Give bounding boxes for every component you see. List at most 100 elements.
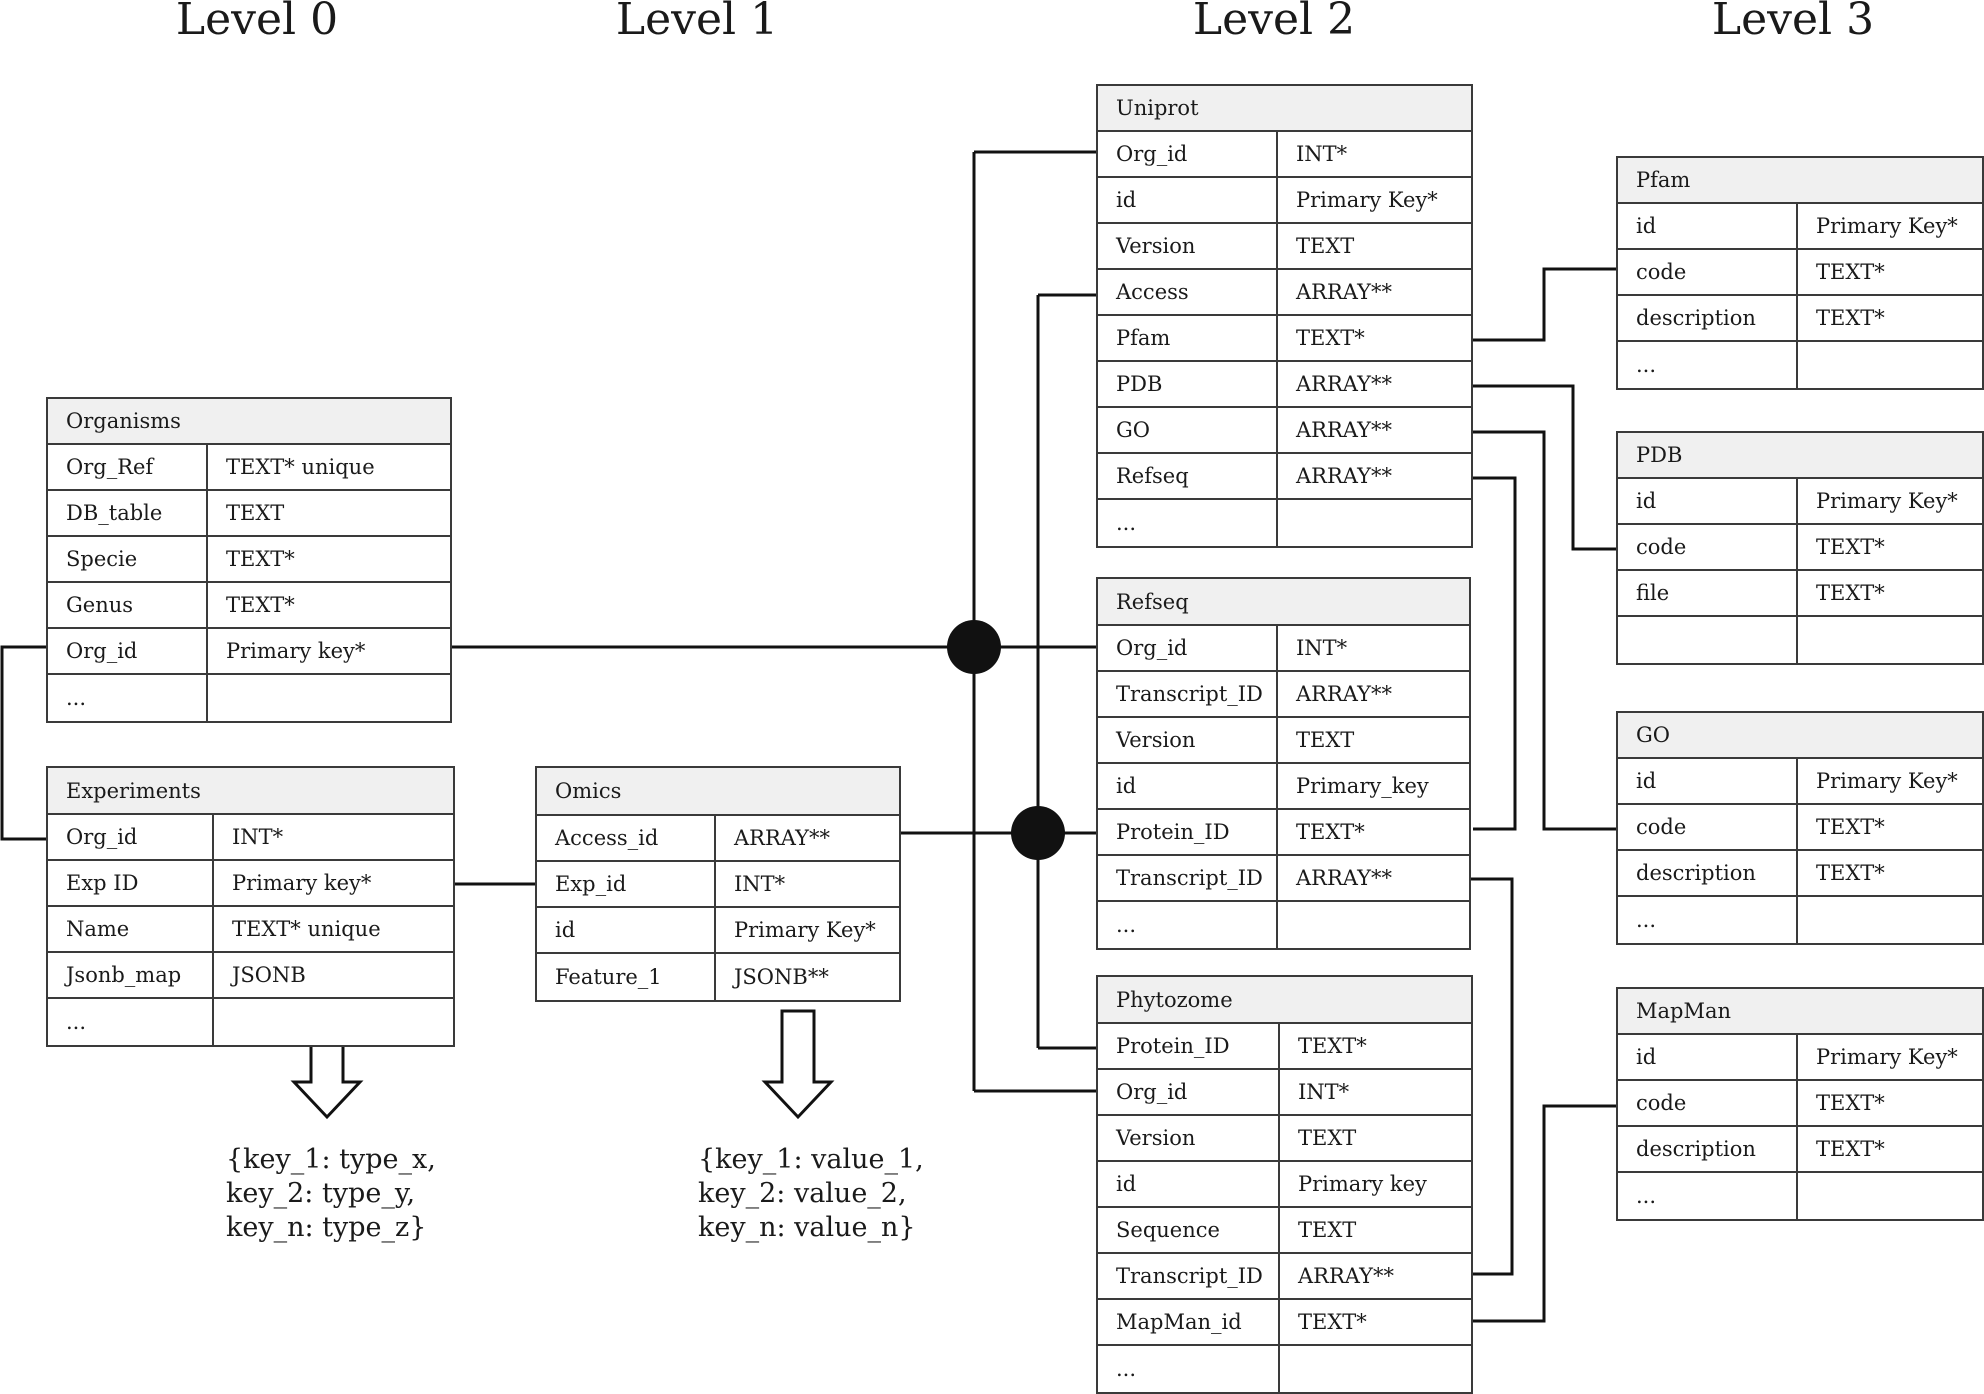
field-name: Access bbox=[1098, 270, 1278, 314]
field-type: TEXT* bbox=[226, 547, 295, 571]
field-type bbox=[1798, 342, 1982, 388]
field-type: TEXT* bbox=[1816, 581, 1885, 605]
field-name: file bbox=[1618, 571, 1798, 615]
field-type: Primary key bbox=[1298, 1172, 1427, 1196]
field-name: Transcript_ID bbox=[1098, 672, 1278, 716]
field-name: ... bbox=[1618, 1173, 1798, 1219]
field-type: ARRAY** bbox=[1296, 372, 1392, 396]
field-type: Primary key* bbox=[232, 871, 372, 895]
field-name: ... bbox=[48, 999, 214, 1045]
field-name: Jsonb_map bbox=[48, 953, 214, 997]
field-name: Transcript_ID bbox=[1098, 856, 1278, 900]
field-name: Exp ID bbox=[48, 861, 214, 905]
field-type: TEXT bbox=[1298, 1126, 1357, 1150]
refseq-table-row: ... bbox=[1098, 902, 1469, 948]
field-type bbox=[1280, 1346, 1471, 1392]
field-type: TEXT* bbox=[1298, 1310, 1367, 1334]
organisms-table-row: Genus TEXT* bbox=[48, 583, 450, 629]
field-name: Org_id bbox=[1098, 1070, 1280, 1114]
field-name: DB_table bbox=[48, 491, 208, 535]
go-table-title: GO bbox=[1618, 713, 1982, 759]
field-name: Version bbox=[1098, 718, 1278, 762]
field-type: ARRAY** bbox=[1296, 464, 1392, 488]
field-name: Feature_1 bbox=[537, 954, 716, 1000]
field-type: Primary Key* bbox=[1816, 489, 1958, 513]
refseq-table-title: Refseq bbox=[1098, 579, 1469, 626]
field-type: JSONB bbox=[232, 963, 306, 987]
level-2-label: Level 2 bbox=[1192, 0, 1356, 45]
junction-dot-organisms bbox=[947, 620, 1001, 674]
field-name: MapMan_id bbox=[1098, 1300, 1280, 1344]
field-type: ARRAY** bbox=[1296, 866, 1392, 890]
field-type: TEXT* bbox=[226, 593, 295, 617]
link-organisms-experiments bbox=[0, 645, 46, 841]
field-name: code bbox=[1618, 525, 1798, 569]
field-type: Primary Key* bbox=[734, 918, 876, 942]
refseq-table-row: Org_id INT* bbox=[1098, 626, 1469, 672]
field-type: Primary Key* bbox=[1816, 214, 1958, 238]
field-type: ARRAY** bbox=[1296, 280, 1392, 304]
field-type: TEXT* unique bbox=[226, 455, 375, 479]
field-name: Org_id bbox=[1098, 626, 1278, 670]
field-type: ARRAY** bbox=[1298, 1264, 1394, 1288]
phytozome-table-row: Transcript_ID ARRAY** bbox=[1098, 1254, 1471, 1300]
field-name: description bbox=[1618, 851, 1798, 895]
field-name: Transcript_ID bbox=[1098, 1254, 1280, 1298]
field-name: ... bbox=[1618, 897, 1798, 943]
field-type: TEXT* bbox=[1816, 815, 1885, 839]
experiments-table-row: Exp ID Primary key* bbox=[48, 861, 453, 907]
field-type bbox=[214, 999, 453, 1045]
field-name: id bbox=[1098, 1162, 1280, 1206]
field-name: code bbox=[1618, 805, 1798, 849]
link-uniprot-go bbox=[1473, 430, 1616, 831]
field-name: Org_id bbox=[1098, 132, 1278, 176]
down-arrow-omics bbox=[761, 1009, 835, 1120]
field-name: id bbox=[1098, 764, 1278, 808]
field-type: INT* bbox=[1296, 636, 1348, 660]
field-name: ... bbox=[48, 675, 208, 721]
field-name: Org_Ref bbox=[48, 445, 208, 489]
field-type bbox=[1798, 617, 1982, 663]
field-name: Version bbox=[1098, 224, 1278, 268]
pdb-table-title: PDB bbox=[1618, 433, 1982, 479]
field-name: description bbox=[1618, 296, 1798, 340]
uniprot-table-row: Access ARRAY** bbox=[1098, 270, 1471, 316]
field-name: Exp_id bbox=[537, 862, 716, 906]
field-name: ... bbox=[1618, 342, 1798, 388]
phytozome-table-row: ... bbox=[1098, 1346, 1471, 1392]
phytozome-table-row: MapMan_id TEXT* bbox=[1098, 1300, 1471, 1346]
field-name: ... bbox=[1098, 1346, 1280, 1392]
organisms-table-title: Organisms bbox=[48, 399, 450, 445]
field-name: id bbox=[1618, 204, 1798, 248]
experiments-table-row: ... bbox=[48, 999, 453, 1045]
level-1-label: Level 1 bbox=[615, 0, 779, 45]
level-0-label: Level 0 bbox=[175, 0, 339, 45]
experiments-table-row: Jsonb_map JSONB bbox=[48, 953, 453, 999]
field-type: TEXT* bbox=[1816, 535, 1885, 559]
field-name: Genus bbox=[48, 583, 208, 627]
